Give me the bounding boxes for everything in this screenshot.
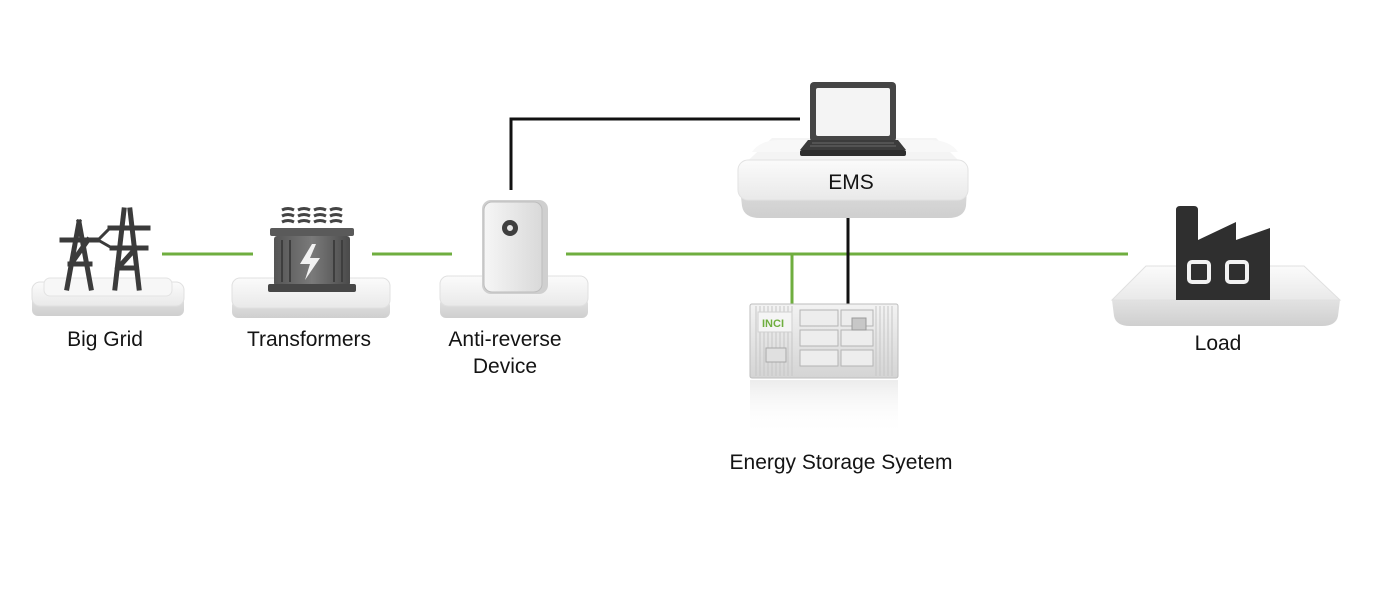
node-big-grid: Big Grid: [31, 207, 185, 351]
big-grid-platform: [31, 277, 185, 316]
storage-reflection: [750, 380, 898, 436]
laptop-icon: [800, 82, 906, 156]
storage-label: Energy Storage Syetem: [730, 451, 953, 474]
node-anti-reverse-device: Anti-reverse Device: [439, 200, 589, 378]
storage-logo-text: INCI: [762, 318, 784, 330]
comm-line-antireverse-ems: [509, 117, 800, 190]
load-label: Load: [1195, 332, 1242, 355]
factory-icon: [1176, 206, 1270, 300]
ems-label: EMS: [828, 171, 874, 194]
node-transformers: Transformers: [231, 207, 391, 351]
anti-reverse-platform: [439, 275, 589, 318]
transmission-tower-icon: [59, 207, 151, 291]
anti-reverse-label-line2: Device: [473, 355, 537, 378]
anti-reverse-label-line1: Anti-reverse: [448, 328, 561, 351]
node-load: Load: [1110, 206, 1342, 355]
transformers-label: Transformers: [247, 328, 371, 351]
node-energy-storage-system: INCI Energy Storage Syetem: [730, 303, 953, 474]
anti-reverse-cabinet-icon: [482, 200, 548, 294]
big-grid-label: Big Grid: [67, 328, 143, 351]
storage-container-icon: INCI: [749, 303, 899, 379]
node-ems: EMS: [737, 82, 969, 218]
communication-lines: [509, 117, 850, 304]
transformer-icon: [268, 207, 356, 292]
